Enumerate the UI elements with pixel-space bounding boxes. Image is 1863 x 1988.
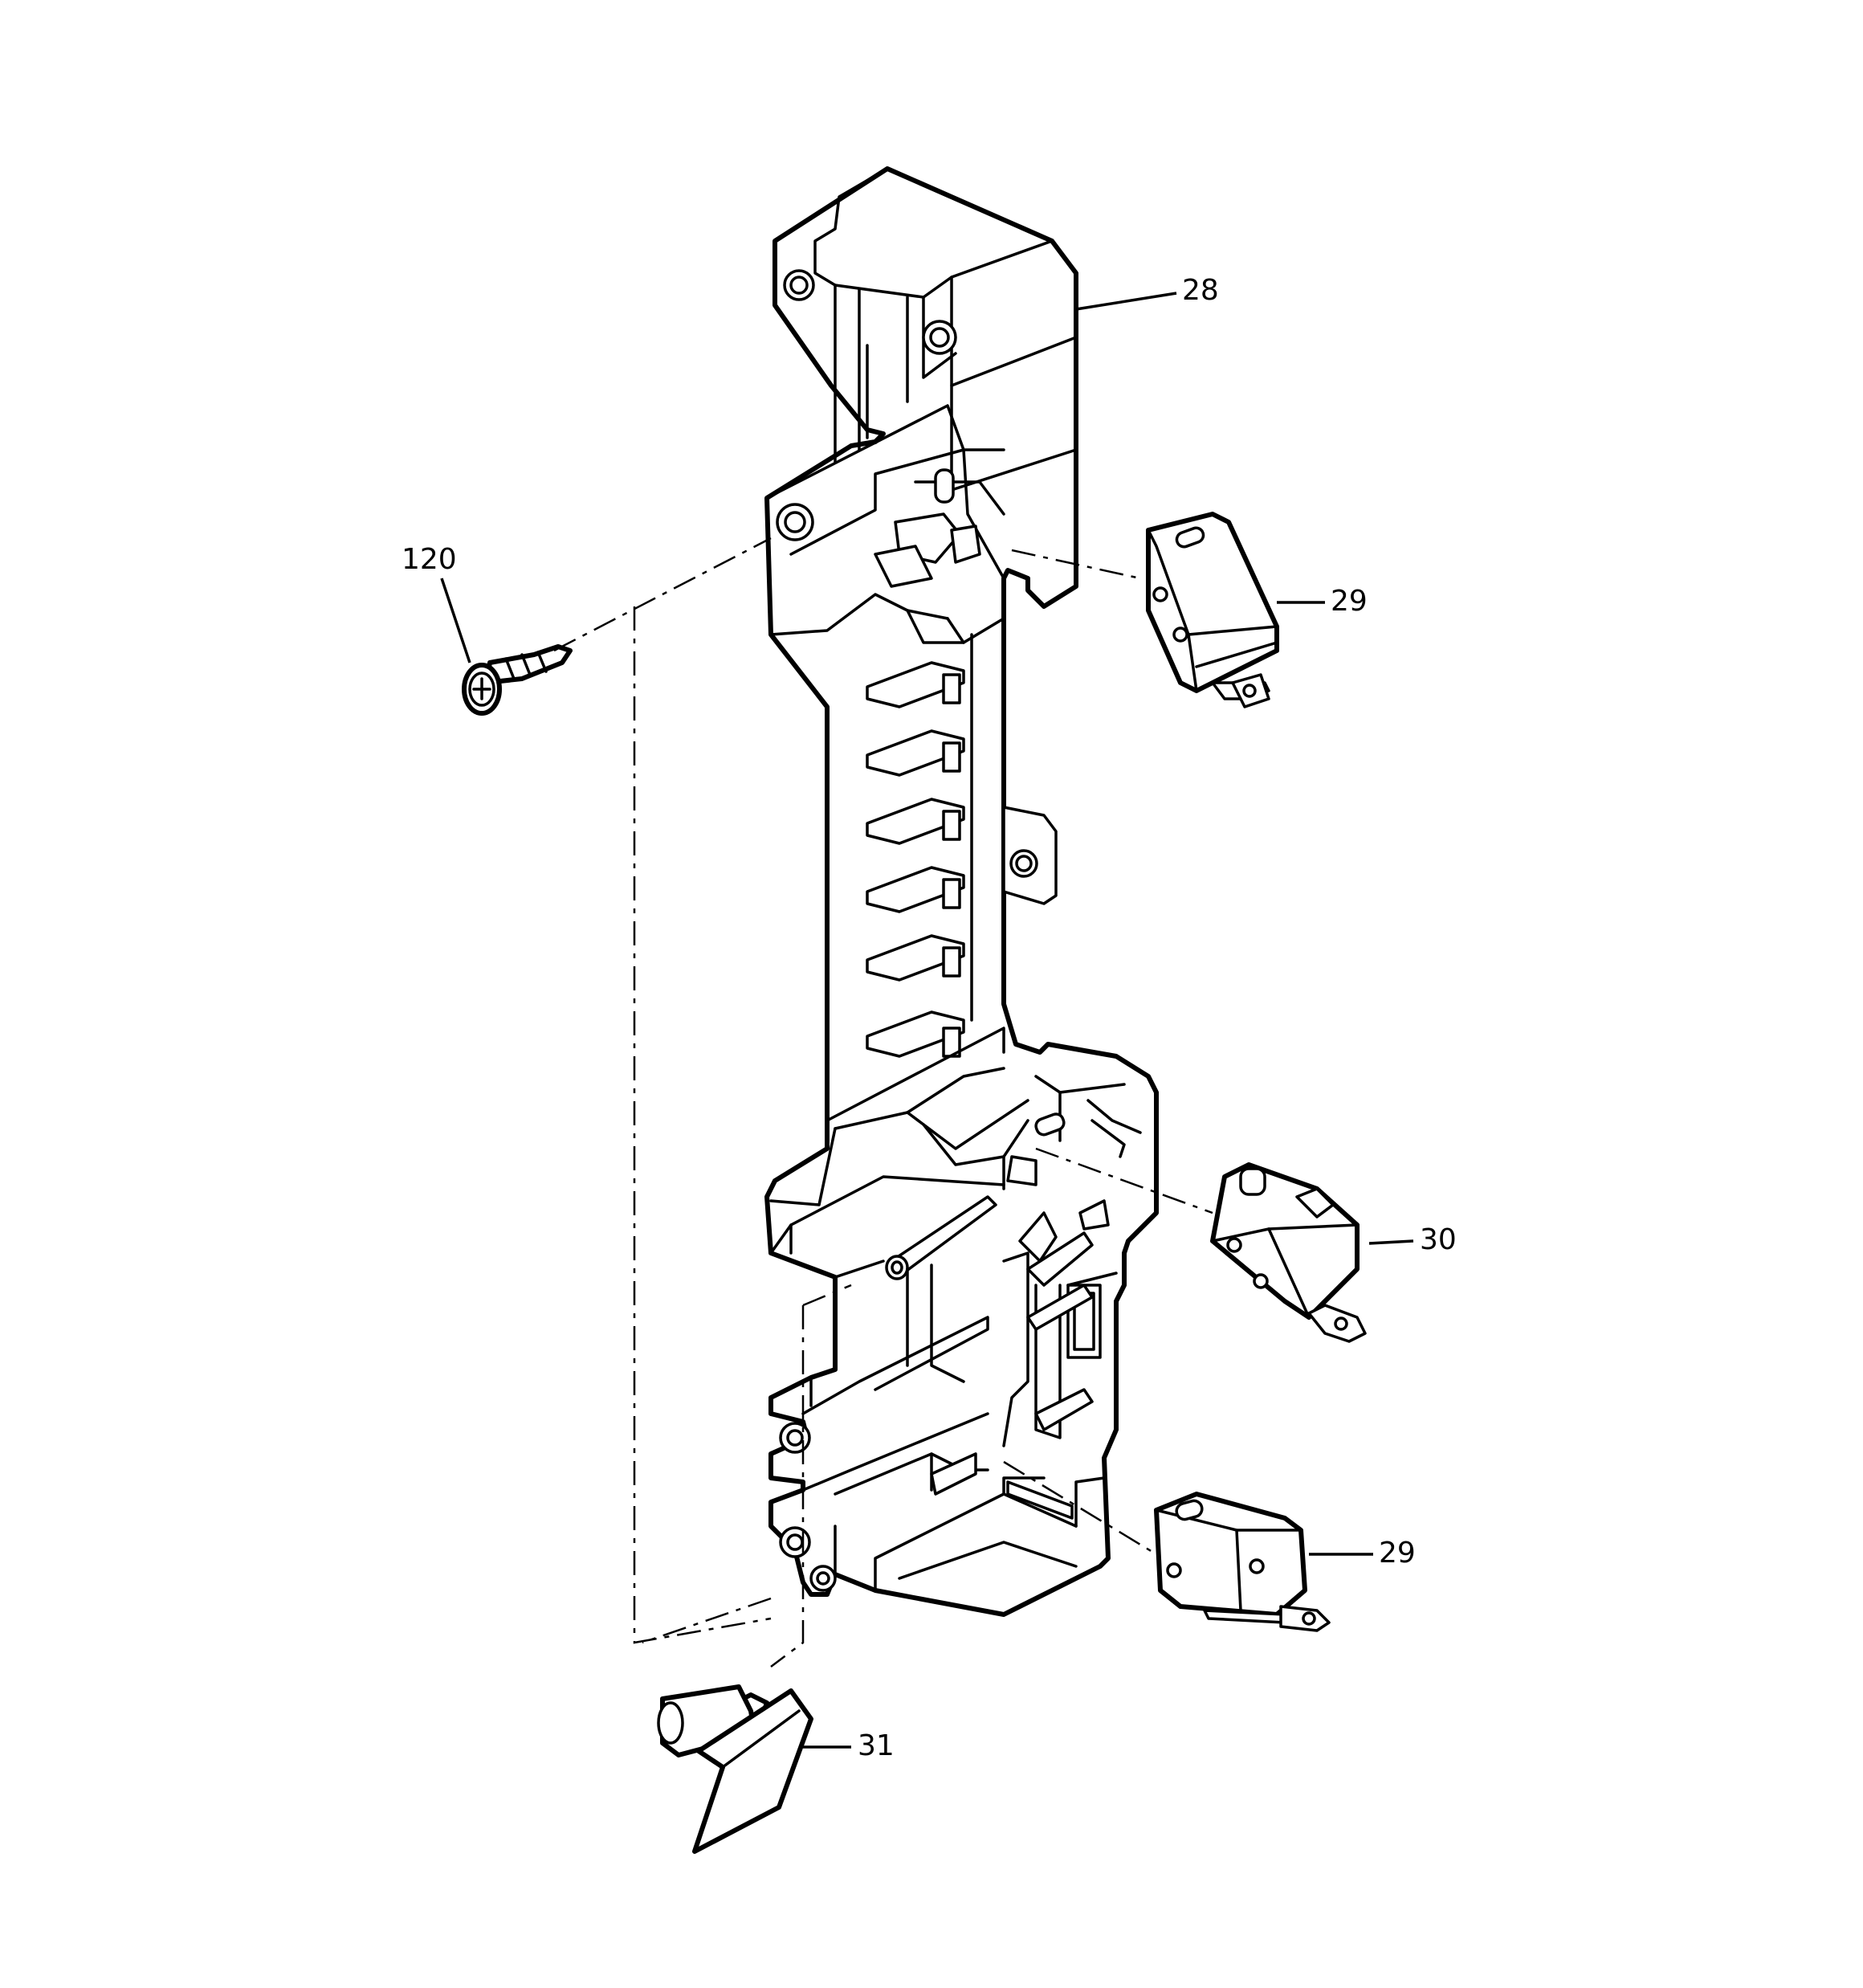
pivot-rod [885, 1195, 997, 1280]
switch-part-30[interactable] [1210, 1162, 1367, 1343]
callout-29-upper: 29 [1331, 585, 1368, 618]
callout-120: 120 [402, 543, 457, 576]
latch-bracket-part-28[interactable] [764, 166, 1159, 1617]
callout-28: 28 [1182, 274, 1219, 307]
assembly-lines [553, 537, 1213, 1668]
leader-lines [440, 292, 1414, 1749]
callout-31: 31 [858, 1729, 895, 1762]
latch-lever-part-31[interactable] [657, 1684, 813, 1854]
switch-part-29-lower[interactable] [1154, 1492, 1331, 1632]
callout-29-lower: 29 [1379, 1537, 1416, 1570]
mounting-tab [1002, 806, 1058, 905]
callout-30: 30 [1420, 1223, 1457, 1256]
screw-part-120[interactable] [462, 644, 573, 716]
switch-part-29-upper[interactable] [1146, 512, 1279, 708]
